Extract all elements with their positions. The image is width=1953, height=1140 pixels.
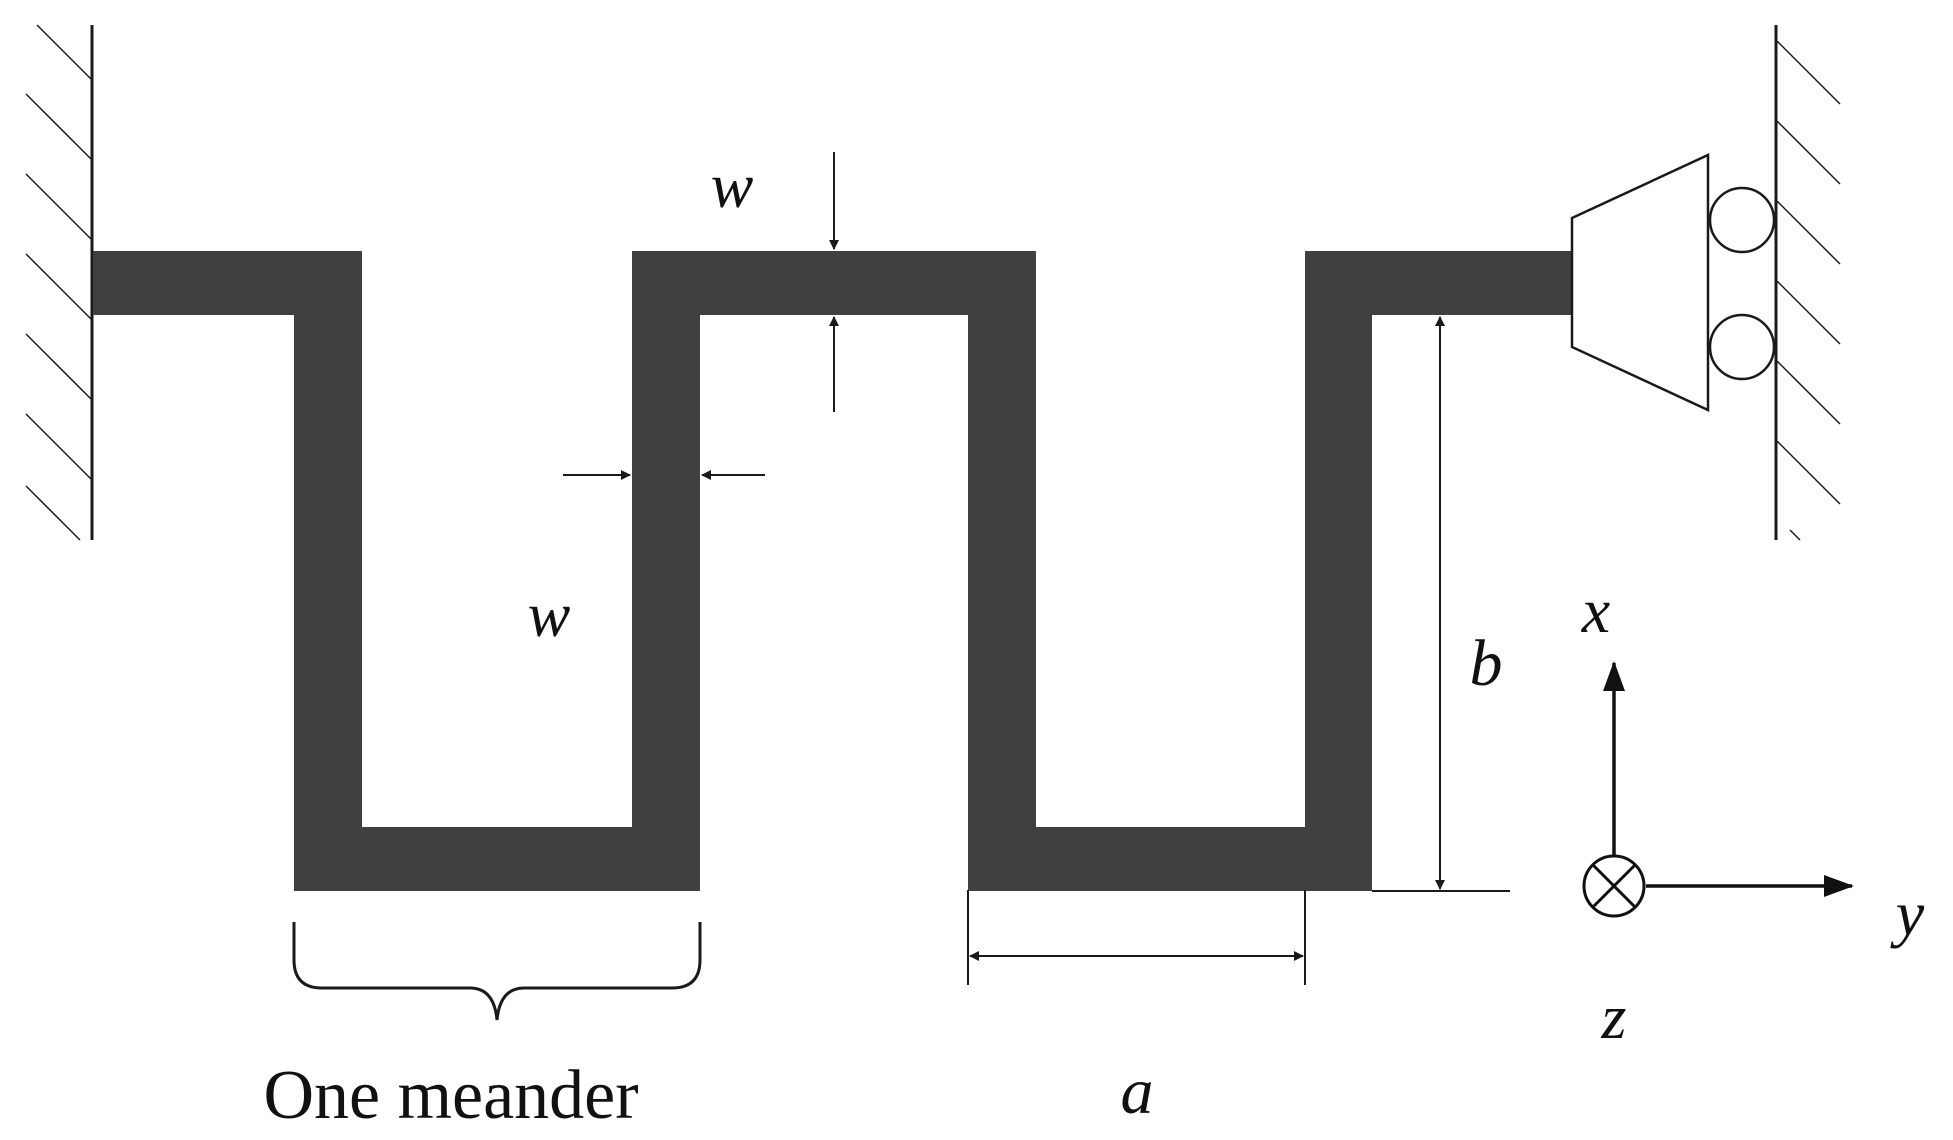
width-label-side: w xyxy=(528,579,571,650)
circle-cross-icon xyxy=(1582,854,1646,918)
right-roller-support xyxy=(1570,25,1841,541)
height-label-b: b xyxy=(1470,627,1503,700)
one-meander-label: One meander xyxy=(263,1057,638,1134)
coordinate-axes xyxy=(1582,661,1854,918)
hatched-wall-icon xyxy=(25,24,93,541)
hatched-wall-icon xyxy=(1775,39,1841,541)
width-label-top: w xyxy=(711,150,754,221)
one-meander-brace xyxy=(292,922,702,1021)
meander-beam xyxy=(93,251,1572,891)
length-label-a: a xyxy=(1121,1055,1154,1128)
roller-bottom xyxy=(1708,313,1776,381)
roller-guide-icon xyxy=(1570,153,1710,412)
roller-top xyxy=(1708,186,1776,254)
axis-x-label: x xyxy=(1581,575,1610,646)
axis-z-label: z xyxy=(1601,981,1627,1052)
length-dimension-a xyxy=(967,890,1306,985)
height-dimension-b xyxy=(1372,316,1510,892)
left-fixed-support xyxy=(25,24,94,541)
axis-y-label: y xyxy=(1890,878,1925,949)
